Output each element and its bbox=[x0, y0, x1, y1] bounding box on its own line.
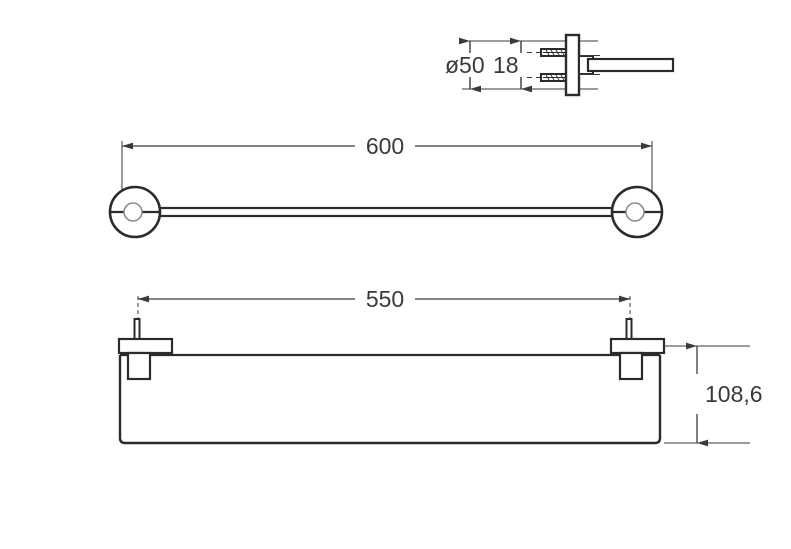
rail-tube bbox=[131, 206, 643, 218]
rod-reference-lines bbox=[579, 55, 600, 75]
right-bracket-plate bbox=[609, 337, 666, 355]
shelf-body bbox=[118, 355, 662, 445]
screw-centre-lines bbox=[527, 52, 545, 78]
shelf-extension-lines bbox=[137, 296, 631, 322]
right-bracket-stem bbox=[618, 351, 644, 381]
left-bracket-stem bbox=[126, 351, 152, 381]
rail-left-wall-rose bbox=[108, 185, 162, 239]
left-bracket-pin bbox=[133, 318, 141, 342]
shelf-depth-label: 108,6 bbox=[705, 381, 763, 407]
right-bracket-pin bbox=[625, 318, 633, 342]
left-bracket-plate bbox=[117, 337, 174, 355]
flange-depth-label: 18 bbox=[493, 52, 519, 78]
glass-shelf-front-view: 550 108,6 bbox=[117, 286, 763, 447]
towel-rail-front-view: 600 bbox=[108, 133, 664, 239]
rail-extension-lines bbox=[121, 141, 653, 198]
fixing-rod bbox=[586, 57, 675, 73]
shelf-right-bracket bbox=[609, 318, 666, 381]
shelf-width-label: 550 bbox=[366, 286, 404, 312]
flange-diameter-label: ø50 bbox=[445, 52, 485, 78]
wall-flange-plate bbox=[564, 33, 581, 97]
shelf-left-bracket bbox=[117, 318, 174, 381]
depth-18-dimension-arrows bbox=[510, 37, 532, 93]
rail-length-label: 600 bbox=[366, 133, 404, 159]
rail-right-wall-rose bbox=[610, 185, 664, 239]
wall-fixing-plug-detail: ø50 18 bbox=[445, 33, 675, 97]
